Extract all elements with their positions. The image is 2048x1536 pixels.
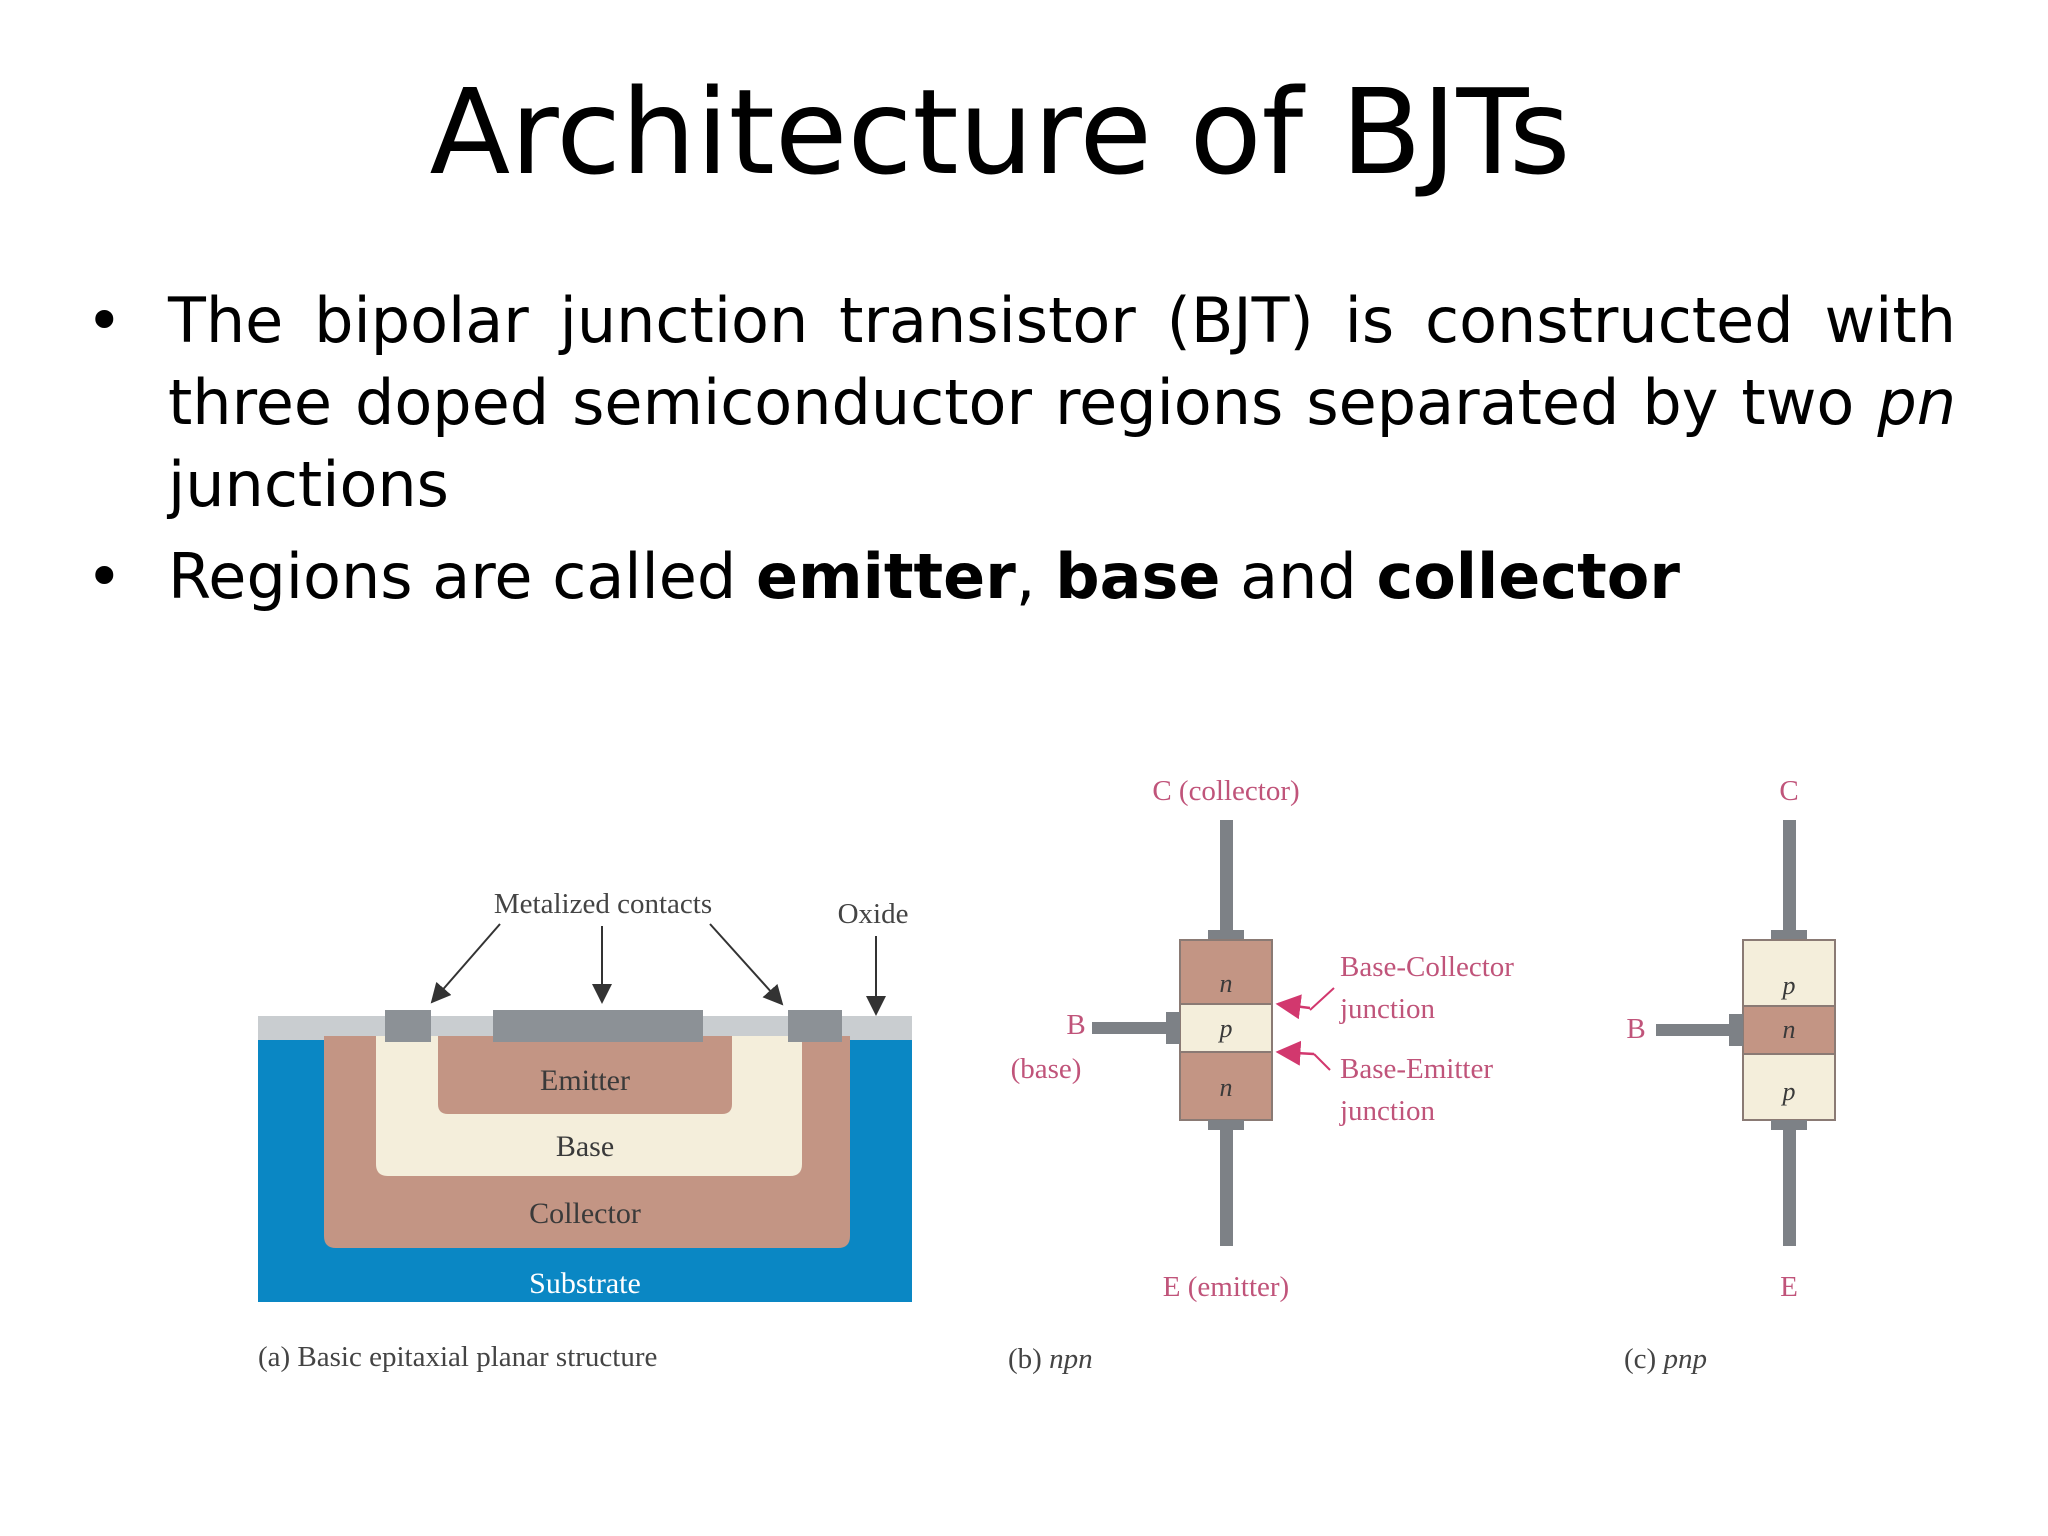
npn-bot-label: n bbox=[1220, 1073, 1233, 1102]
term-emitter: emitter bbox=[755, 540, 1016, 613]
caption-c-type: pnp bbox=[1661, 1343, 1707, 1375]
bullet-list: • The bipolar junction transistor (BJT) … bbox=[86, 280, 1956, 628]
term-base: base bbox=[1055, 540, 1221, 613]
npn-b-label: B bbox=[1066, 1009, 1085, 1041]
emitter-region bbox=[438, 1036, 732, 1114]
collector-lead bbox=[1220, 820, 1233, 932]
bullet-1-tail: junctions bbox=[168, 448, 449, 521]
bullet-dot: • bbox=[86, 284, 123, 357]
metal-contact-base-left bbox=[385, 1010, 431, 1042]
bullet-2-sep1: , bbox=[1015, 540, 1056, 613]
bjt-figure: Metalized contacts Oxide Emitter Base Co… bbox=[258, 775, 1836, 1375]
planar-structure-diagram: Metalized contacts Oxide Emitter Base Co… bbox=[258, 888, 912, 1373]
be-junction-arrow bbox=[1275, 1040, 1315, 1066]
slide-title: Architecture of BJTs bbox=[429, 63, 1571, 201]
pnp-base-lead bbox=[1656, 1024, 1732, 1036]
be-junction-leader bbox=[1313, 1053, 1331, 1071]
pnp-base-cap bbox=[1729, 1014, 1743, 1046]
figure-panel: Metalized contacts Oxide Emitter Base Co… bbox=[210, 740, 1870, 1520]
be-junction-label-2: junction bbox=[1339, 1095, 1436, 1127]
bullet-2-text: Regions are called bbox=[168, 540, 756, 613]
emitter-label: Emitter bbox=[540, 1064, 630, 1097]
bullet-item-2: • Regions are called emitter, base and c… bbox=[86, 536, 1956, 618]
base-terminal-cap bbox=[1166, 1012, 1180, 1044]
npn-top-label: n bbox=[1220, 969, 1233, 998]
arrow-contact-right bbox=[709, 923, 784, 1006]
npn-diagram: n p n C (collector) B (base) E (emitter)… bbox=[1008, 775, 1514, 1375]
pnp-c-label: C bbox=[1779, 775, 1798, 807]
metal-contact-collector bbox=[788, 1010, 842, 1042]
bc-junction-leader bbox=[1309, 987, 1335, 1011]
arrow-contact-left bbox=[430, 923, 501, 1004]
base-lead bbox=[1092, 1022, 1168, 1034]
caption-a: (a) Basic epitaxial planar structure bbox=[258, 1341, 657, 1373]
pnp-collector-cap bbox=[1771, 930, 1807, 940]
oxide-label: Oxide bbox=[838, 898, 909, 930]
npn-n-bottom bbox=[1179, 1051, 1273, 1121]
base-label: Base bbox=[556, 1130, 614, 1163]
pnp-collector-lead bbox=[1783, 820, 1796, 932]
emitter-lead bbox=[1220, 1130, 1233, 1246]
bullet-1-text: The bipolar junction transistor (BJT) is… bbox=[168, 284, 1956, 439]
npn-mid-label: p bbox=[1218, 1014, 1233, 1043]
caption-c-prefix: (c) bbox=[1624, 1343, 1663, 1375]
caption-b-prefix: (b) bbox=[1008, 1343, 1049, 1375]
bc-junction-label-1: Base-Collector bbox=[1340, 951, 1514, 983]
pnp-bot-label: p bbox=[1781, 1077, 1796, 1106]
caption-b: (b) npn bbox=[1008, 1343, 1093, 1375]
pnp-emitter-cap bbox=[1771, 1120, 1807, 1130]
npn-base-label: (base) bbox=[1011, 1053, 1082, 1085]
be-junction-label-1: Base-Emitter bbox=[1340, 1053, 1493, 1085]
bc-junction-label-2: junction bbox=[1339, 993, 1436, 1025]
metalized-contacts-label: Metalized contacts bbox=[494, 888, 712, 920]
metal-contact-emitter bbox=[493, 1010, 703, 1042]
npn-emitter-label: E (emitter) bbox=[1163, 1271, 1289, 1303]
bullet-item-1: • The bipolar junction transistor (BJT) … bbox=[86, 280, 1956, 526]
npn-collector-label: C (collector) bbox=[1152, 775, 1299, 807]
bullet-2-sep2: and bbox=[1220, 540, 1377, 613]
bullet-1-italic: pn bbox=[1877, 366, 1956, 439]
collector-terminal-cap bbox=[1208, 930, 1244, 940]
pnp-emitter-lead bbox=[1783, 1130, 1796, 1246]
caption-b-type: npn bbox=[1049, 1343, 1093, 1375]
substrate-label: Substrate bbox=[529, 1267, 641, 1300]
caption-c: (c) pnp bbox=[1624, 1343, 1707, 1375]
pnp-diagram: p n p C B E (c) pnp bbox=[1624, 775, 1836, 1375]
collector-label: Collector bbox=[529, 1197, 641, 1230]
term-collector: collector bbox=[1376, 540, 1680, 613]
bullet-dot: • bbox=[86, 540, 123, 613]
pnp-e-label: E bbox=[1780, 1271, 1798, 1303]
pnp-top-label: p bbox=[1781, 971, 1796, 1000]
npn-n-top bbox=[1179, 939, 1273, 1005]
pnp-mid-label: n bbox=[1783, 1015, 1796, 1044]
pnp-b-label: B bbox=[1626, 1013, 1645, 1045]
bc-junction-arrow bbox=[1275, 994, 1311, 1020]
emitter-terminal-cap bbox=[1208, 1120, 1244, 1130]
